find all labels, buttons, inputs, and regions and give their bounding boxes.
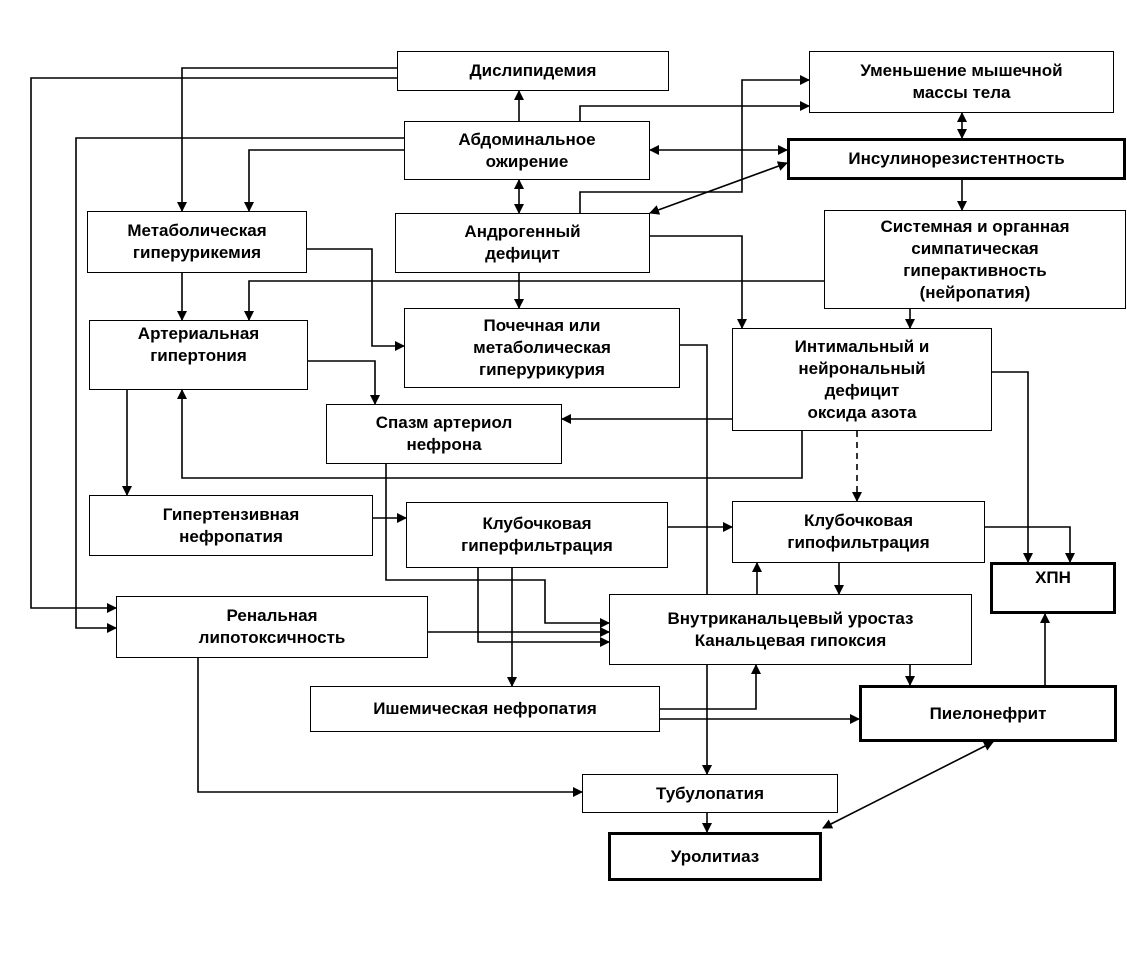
node-sympathetic-hyperactivity: Системная и органная симпатическая гипер… xyxy=(824,210,1126,309)
node-muscle-mass-loss: Уменьшение мышечной массы тела xyxy=(809,51,1114,113)
node-urostasis-hypoxia: Внутриканальцевый уростаз Канальцевая ги… xyxy=(609,594,972,665)
arrow-androgen-no-deficit xyxy=(650,235,747,329)
node-tubulopathy: Тубулопатия xyxy=(582,774,838,813)
node-renal-hyperuricuria: Почечная или метаболическая гиперурикури… xyxy=(404,308,680,388)
node-hypertensive-nephropathy: Гипертензивная нефропатия xyxy=(89,495,373,556)
arrow-hyperuricemia-hyperuricuria xyxy=(307,248,405,351)
arrow-hyperfiltration-urostasis xyxy=(477,568,610,647)
arrow-hypertension-spasm xyxy=(308,360,380,405)
node-nitric-oxide-deficit: Интимальный и нейрональный дефицит оксид… xyxy=(732,328,992,431)
node-renal-lipotoxicity: Ренальная липотоксичность xyxy=(116,596,428,658)
arrow-no-deficit-ckd xyxy=(992,371,1033,563)
arrow-no-deficit-hypertension xyxy=(177,389,803,479)
node-ischemic-nephropathy: Ишемическая нефропатия xyxy=(310,686,660,732)
node-dyslipidemia: Дислипидемия xyxy=(397,51,669,91)
node-pyelonephritis: Пиелонефрит xyxy=(859,685,1117,742)
arrow-lipotoxicity-tubulopathy xyxy=(197,658,583,797)
node-androgen-deficit: Андрогенный дефицит xyxy=(395,213,650,273)
arrow-sympathetic-hypertension xyxy=(244,280,824,321)
arrow-obesity-hyperuricemia xyxy=(244,149,404,212)
arrow-ischemic-urostasis xyxy=(660,664,761,710)
node-ckd: ХПН xyxy=(990,562,1116,614)
node-arteriole-spasm: Спазм артериол нефрона xyxy=(326,404,562,464)
arrow-obesity-lipotoxicity xyxy=(75,137,404,633)
node-metabolic-hyperuricemia: Метаболическая гиперурикемия xyxy=(87,211,307,273)
node-abdominal-obesity: Абдоминальное ожирение xyxy=(404,121,650,180)
arrow-pyelonephritis-urolithiasis xyxy=(822,741,994,829)
arrow-obesity-muscle xyxy=(579,101,810,121)
node-arterial-hypertension: Артериальная гипертония xyxy=(89,320,308,390)
node-glomerular-hyperfiltration: Клубочковая гиперфильтрация xyxy=(406,502,668,568)
arrow-spasm-urostasis xyxy=(385,464,610,628)
node-insulin-resistance: Инсулинорезистентность xyxy=(787,138,1126,180)
arrow-insulin-androgen xyxy=(649,161,788,215)
arrow-dyslipidemia-lipotoxicity xyxy=(30,77,397,613)
node-glomerular-hypofiltration: Клубочковая гипофильтрация xyxy=(732,501,985,563)
arrow-hypofiltration-ckd xyxy=(985,526,1075,563)
node-urolithiasis: Уролитиаз xyxy=(608,832,822,881)
arrow-dyslipidemia-hyperuricemia xyxy=(177,67,397,212)
